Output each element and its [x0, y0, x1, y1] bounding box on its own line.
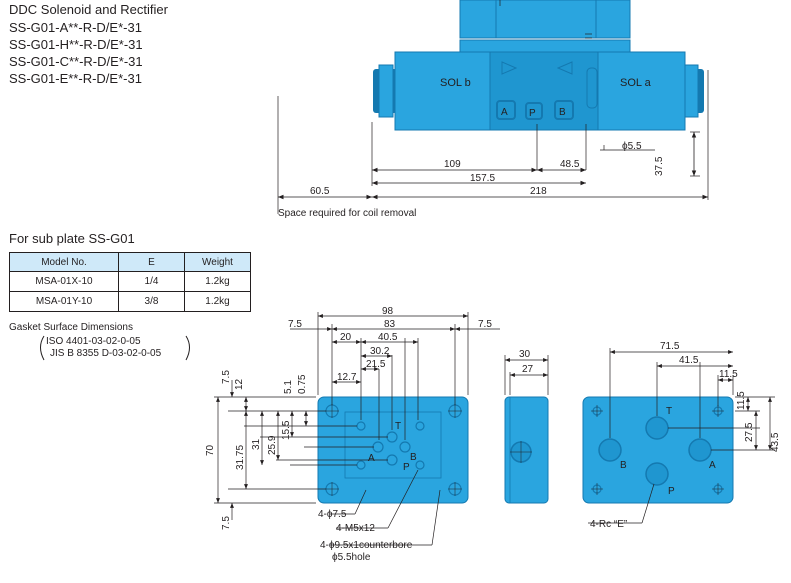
dim-27-5: 27.5 [744, 422, 755, 442]
dim-25-9: 25.9 [267, 435, 278, 455]
table-row: MSA-01X-10 1/4 1.2kg [9, 271, 251, 292]
title: DDC Solenoid and Rectifier [9, 2, 168, 17]
subplate-side-view [504, 396, 549, 504]
dim-218: 218 [530, 186, 547, 197]
side-dimension-lines [504, 355, 549, 395]
iso-std: ISO 4401-03-02-0-05 [46, 336, 141, 347]
dim-5-1: 5.1 [283, 380, 294, 394]
model-code: SS-G01-C**-R-D/E*-31 [9, 54, 143, 69]
dim-71-5: 71.5 [660, 341, 680, 352]
dim-30-2: 30.2 [370, 346, 390, 357]
sol-a-label: SOL a [620, 77, 652, 89]
dim-7-5-right: 7.5 [478, 319, 492, 330]
dim-30: 30 [519, 349, 531, 360]
dim-70: 70 [205, 444, 216, 456]
subplate-front-view [317, 396, 469, 504]
col-weight: Weight [184, 252, 251, 272]
dim-41-5: 41.5 [679, 355, 699, 366]
dim-7-5-bottom: 7.5 [221, 516, 232, 530]
dim-83: 83 [384, 319, 396, 330]
sol-b-label: SOL b [440, 77, 471, 89]
dim-31: 31 [251, 438, 262, 450]
gasket-title: Gasket Surface Dimensions [9, 322, 133, 333]
dim-48-5: 48.5 [560, 159, 580, 170]
front-port-p: P [403, 462, 410, 473]
model-code: SS-G01-E**-R-D/E*-31 [9, 71, 142, 86]
jis-std: JIS B 8355 D-03-02-0-05 [50, 348, 162, 359]
rear-port-a: A [709, 460, 716, 471]
dim-37-5: 37.5 [654, 156, 665, 176]
dim-12-7: 12.7 [337, 372, 357, 383]
model-code: SS-G01-H**-R-D/E*-31 [9, 37, 143, 52]
cell: 1.2kg [184, 291, 251, 312]
subplate-title: For sub plate SS-G01 [9, 231, 135, 246]
note-rc: 4-Rc “E” [590, 519, 627, 530]
dim-60-5: 60.5 [310, 186, 330, 197]
dim-phi55: ϕ5.5 [622, 141, 642, 152]
port-p-label: P [529, 108, 536, 119]
subplate-rear-view [582, 396, 734, 504]
dim-98: 98 [382, 306, 394, 317]
rear-port-p: P [668, 486, 675, 497]
front-port-a: A [368, 453, 375, 464]
table-row: MSA-01Y-10 3/8 1.2kg [9, 291, 251, 312]
dim-27: 27 [522, 364, 534, 375]
std-parentheses [40, 335, 190, 361]
port-b-label: B [559, 107, 566, 118]
valve-body [373, 0, 704, 131]
dim-20: 20 [340, 332, 352, 343]
rear-port-t: T [666, 406, 672, 417]
valve-dimension-lines [278, 132, 708, 200]
dim-0-75: 0.75 [297, 374, 308, 394]
coil-removal-note: Space required for coil removal [278, 208, 416, 219]
subplate-table: Model No. E Weight MSA-01X-10 1/4 1.2kg … [9, 252, 251, 312]
model-code: SS-G01-A**-R-D/E*-31 [9, 20, 142, 35]
note-m5: 4-M5x12 [336, 523, 375, 534]
dim-21-5: 21.5 [366, 359, 386, 370]
dim-11-5-h: 11.5 [719, 369, 738, 380]
front-port-t: T [395, 421, 401, 432]
note-hole: ϕ5.5hole [332, 552, 371, 563]
note-counterbore: 4-ϕ9.5x1counterbore [320, 540, 413, 551]
dim-12: 12 [234, 378, 245, 390]
rear-port-b: B [620, 460, 627, 471]
front-dimension-lines [214, 312, 500, 546]
dim-40-5: 40.5 [378, 332, 398, 343]
rear-dimension-lines [588, 348, 775, 524]
dim-43-5: 43.5 [770, 432, 781, 452]
dim-15-5: 15.5 [281, 420, 292, 440]
dim-7-5-top: 7.5 [221, 370, 232, 384]
port-a-label: A [501, 107, 508, 118]
note-holes: 4-ϕ7.5 [318, 509, 347, 520]
dim-11-5-v: 11.5 [736, 391, 747, 410]
dim-157-5: 157.5 [470, 173, 495, 184]
front-port-b: B [410, 452, 417, 463]
dim-7-5-left: 7.5 [288, 319, 302, 330]
dim-31-75: 31.75 [235, 445, 246, 470]
dim-109: 109 [444, 159, 461, 170]
